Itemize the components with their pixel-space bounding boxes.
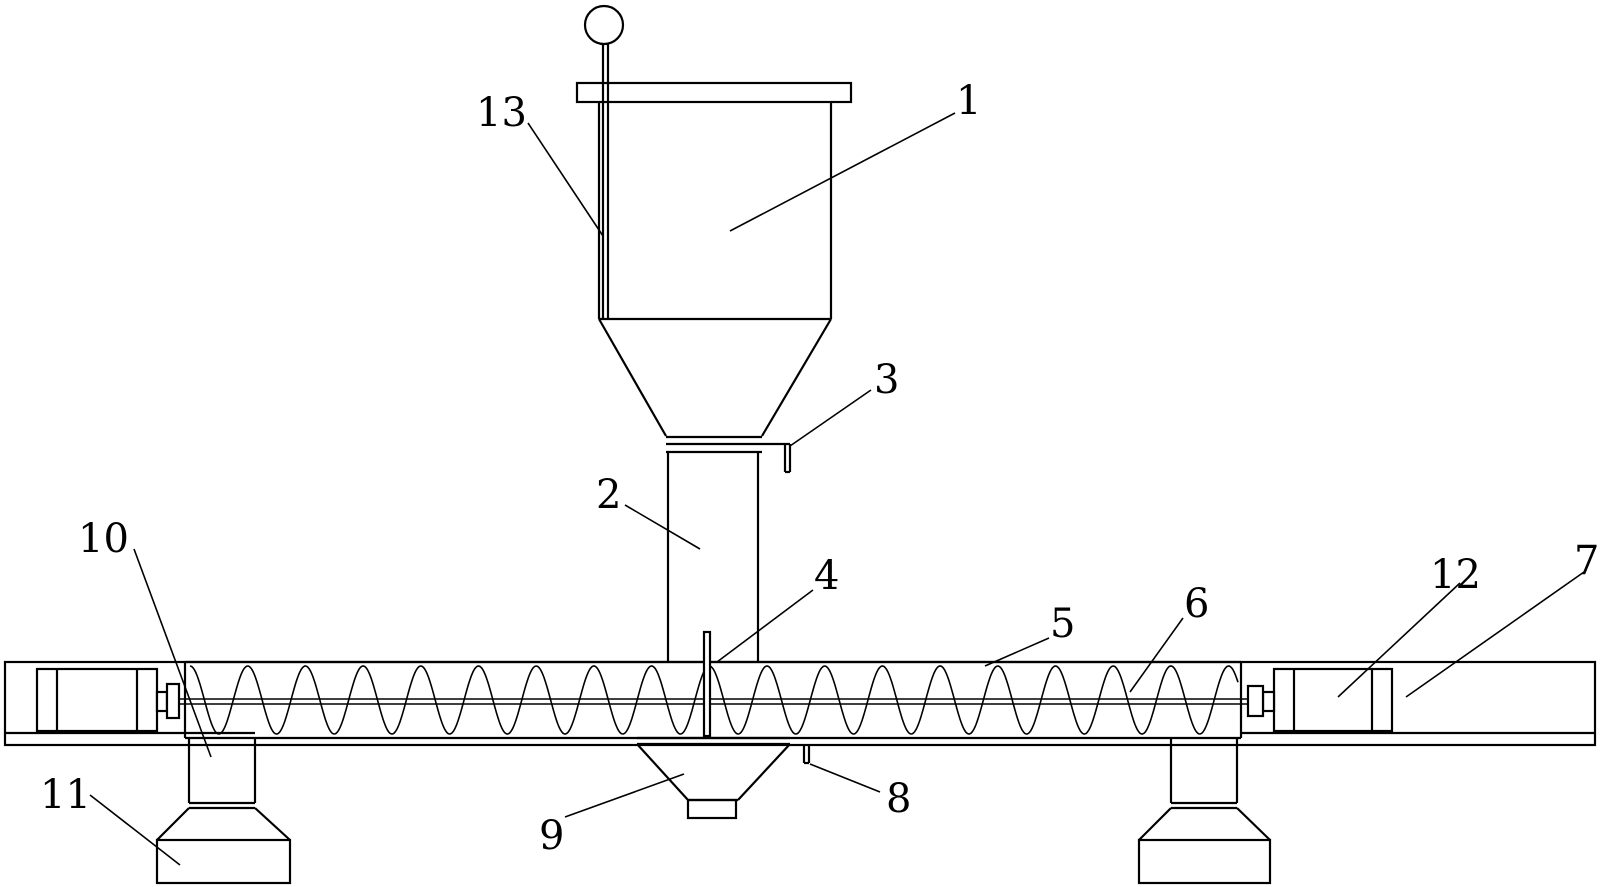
label-4: 4 [814, 553, 839, 599]
leader-11 [89, 794, 181, 866]
label-13: 13 [476, 90, 527, 136]
label-3: 3 [874, 357, 899, 403]
label-1: 1 [956, 78, 981, 124]
leader-5 [984, 637, 1050, 667]
leader-lines [89, 112, 1585, 866]
valve [666, 435, 792, 474]
leader-8 [809, 763, 881, 793]
leader-1 [729, 112, 956, 232]
leader-10 [133, 548, 212, 758]
outlet-valve [802, 744, 811, 765]
discharge-hopper [636, 736, 791, 820]
label-10: 10 [78, 516, 129, 562]
agitator-blade [702, 630, 712, 738]
leader-13 [527, 122, 604, 237]
label-7: 7 [1574, 538, 1599, 584]
label-6: 6 [1184, 581, 1209, 627]
label-8: 8 [886, 776, 911, 822]
label-9: 9 [539, 813, 564, 859]
part-labels: 1 13 3 2 10 4 5 6 12 7 11 8 9 [40, 78, 1599, 859]
feed-pipe [666, 452, 760, 662]
right-outlet [1137, 738, 1272, 885]
leader-3 [789, 389, 872, 447]
label-2: 2 [596, 472, 621, 518]
conveyor-tube [183, 660, 1243, 740]
left-outlet [155, 738, 292, 885]
level-gauge [583, 4, 625, 319]
leader-4 [716, 589, 814, 663]
screw-helix [189, 665, 1239, 735]
label-5: 5 [1050, 601, 1075, 647]
leader-6 [1129, 617, 1184, 693]
label-12: 12 [1430, 552, 1481, 598]
right-motor [1246, 667, 1394, 733]
leader-2 [624, 504, 701, 550]
label-11: 11 [40, 772, 91, 818]
leader-12 [1337, 582, 1461, 698]
leader-7 [1405, 571, 1585, 698]
left-motor [35, 667, 181, 733]
leader-9 [564, 773, 685, 818]
hopper [575, 81, 853, 437]
